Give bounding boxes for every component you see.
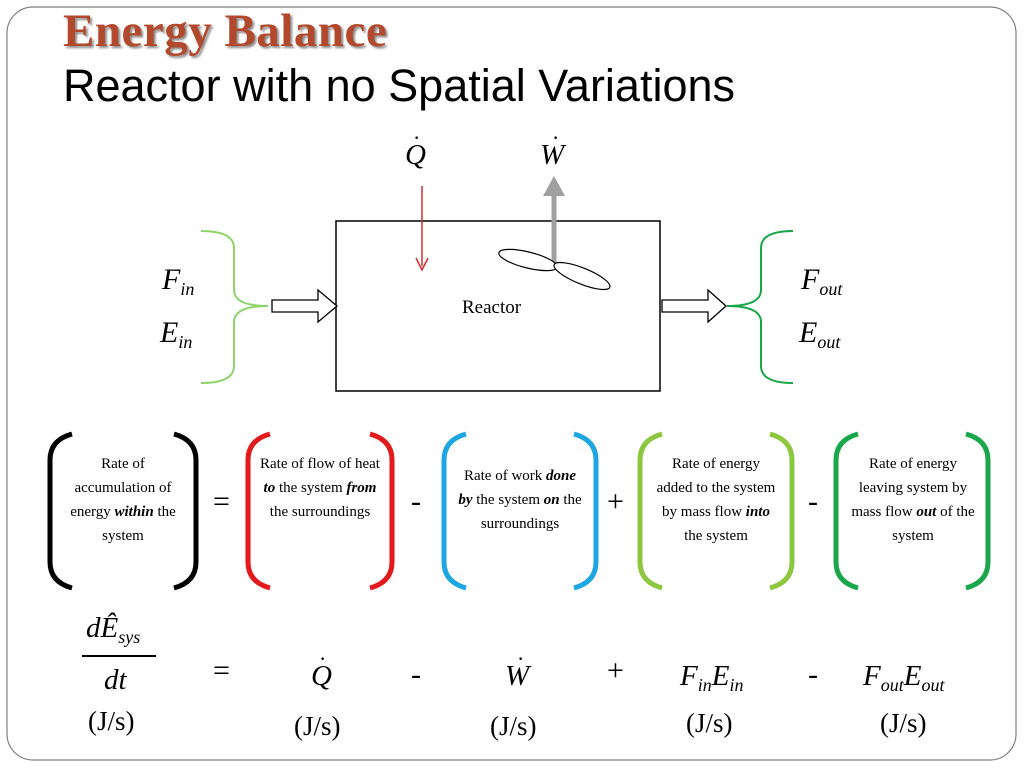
heat-arrow [415, 186, 429, 272]
work-arrow [543, 176, 565, 266]
slide-subtitle: Reactor with no Spatial Variations [63, 60, 736, 111]
outlet-arrow [661, 288, 727, 324]
q-dot-symbol: · Q [405, 125, 426, 171]
unit-outflow: (J/s) [880, 708, 927, 738]
lhs-numerator: dÊsys [86, 612, 141, 647]
stirrer-blades [498, 248, 611, 291]
reactor-diagram [200, 176, 794, 392]
reactor-box [335, 220, 661, 392]
operator-plus: + [607, 485, 624, 518]
unit-inflow: (J/s) [686, 708, 733, 738]
inlet-energy-label: Ein [160, 316, 193, 352]
equation-equals: = [213, 654, 230, 687]
term-outflow: Rate of energy leaving system by mass fl… [851, 456, 975, 544]
operator-equals: = [213, 485, 230, 518]
equation-fout-eout: FoutEout [863, 660, 945, 695]
bracket-heat-right [369, 431, 395, 591]
unit-work: (J/s) [490, 711, 537, 741]
operator-minus-1: - [411, 485, 421, 518]
outlet-flow-label: Fout [801, 263, 843, 299]
bracket-work-right [573, 431, 599, 591]
bracket-accumulation-left [47, 431, 73, 591]
inlet-arrow [271, 288, 339, 324]
outlet-energy-label: Eout [799, 316, 841, 352]
lhs-denominator: dt [104, 664, 127, 696]
inlet-brace [200, 230, 269, 384]
bracket-accumulation-right [173, 431, 199, 591]
bracket-heat-left [245, 431, 271, 591]
term-work: Rate of work done by the system on the s… [458, 468, 582, 532]
term-brackets [47, 431, 991, 591]
bracket-inflow-left [637, 431, 663, 591]
operator-minus-2: - [808, 485, 818, 518]
inlet-flow-label: Fin [162, 263, 195, 299]
bracket-work-left [441, 431, 467, 591]
equation-fin-ein: FinEin [680, 660, 744, 695]
bracket-inflow-right [769, 431, 795, 591]
slide-title: Energy Balance [63, 5, 388, 57]
bracket-outflow-right [965, 431, 991, 591]
equation-w-dot: · W [505, 646, 530, 692]
unit-accumulation: (J/s) [88, 706, 135, 736]
term-accumulation: Rate of accumulation of energy within th… [70, 456, 176, 544]
fraction-bar [82, 655, 156, 657]
equation-minus-2: - [808, 658, 818, 691]
w-dot-symbol: · W [540, 125, 565, 171]
bracket-outflow-left [833, 431, 859, 591]
equation-plus: + [607, 654, 624, 687]
reactor-label: Reactor [462, 297, 522, 318]
unit-heat: (J/s) [294, 711, 341, 741]
term-inflow: Rate of energy added to the system by ma… [656, 456, 776, 544]
term-heat: Rate of flow of heat to the system from … [260, 456, 380, 520]
outlet-brace [726, 230, 794, 384]
equation-q-dot: · Q [311, 646, 332, 692]
equation-minus-1: - [411, 658, 421, 691]
